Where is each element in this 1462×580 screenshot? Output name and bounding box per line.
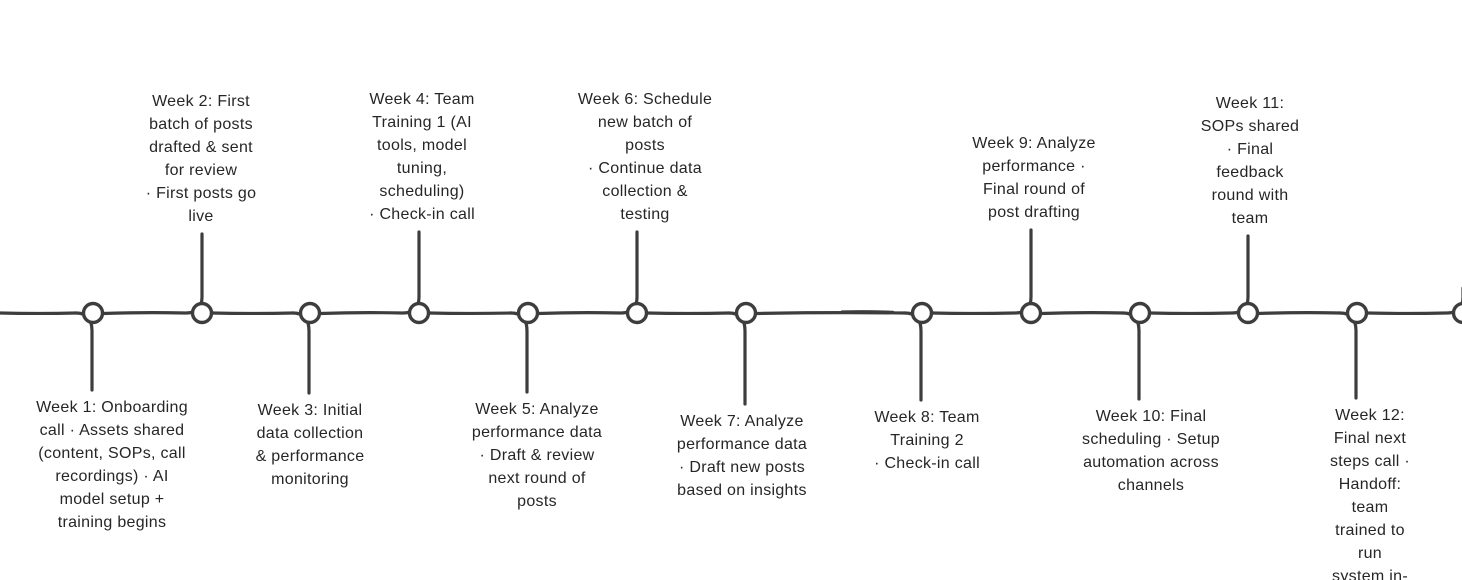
connector-stem-week-11 xyxy=(1230,234,1250,315)
milestone-label-week-8: Week 8: Team Training 2 · Check-in call xyxy=(874,409,980,472)
timeline-segment xyxy=(318,311,404,316)
timeline-node-week-9 xyxy=(1019,301,1043,325)
connector-stem-week-5 xyxy=(509,311,529,394)
timeline-node-week-3 xyxy=(298,301,322,325)
milestone-label-week-1: Week 1: Onboarding call · Assets shared … xyxy=(36,399,188,531)
timeline-node-week-2 xyxy=(190,301,214,325)
timeline-segment xyxy=(101,311,187,316)
milestone-label-week-2: Week 2: First batch of posts drafted & s… xyxy=(145,93,257,225)
connector-stem-week-9 xyxy=(1013,228,1033,315)
timeline-node-week-11 xyxy=(1236,301,1260,325)
milestone-label-week-5: Week 5: Analyze performance data · Draft… xyxy=(471,401,603,510)
timeline-overstroke xyxy=(840,310,895,314)
timeline-node-week-4 xyxy=(407,301,431,325)
milestone-label-week-9: Week 9: Analyze performance · Final roun… xyxy=(972,135,1096,221)
connector-stem-week-10 xyxy=(1121,311,1141,401)
timeline-segment xyxy=(1256,311,1342,316)
timeline-node-week-5 xyxy=(516,301,540,325)
timeline-node-week-7 xyxy=(734,301,758,325)
connector-stem-week-6 xyxy=(619,230,639,315)
timeline-node-week-8 xyxy=(910,301,934,325)
connector-stem-week-4 xyxy=(401,230,421,315)
timeline-node-week-1 xyxy=(81,301,105,325)
milestone-label-week-3: Week 3: Initial data collection & perfor… xyxy=(255,402,365,488)
milestone-label-week-10: Week 10: Final scheduling · Setup automa… xyxy=(1082,408,1220,494)
timeline-node-week-12 xyxy=(1345,301,1369,325)
connector-stem-week-12 xyxy=(1338,311,1358,400)
milestone-label-week-12: Week 12: Final next steps call · Handoff… xyxy=(1329,407,1411,580)
timeline-node-edge xyxy=(1451,301,1462,325)
timeline-node-week-10 xyxy=(1128,301,1152,325)
connector-stem-week-1 xyxy=(74,311,94,392)
milestone-label-week-4: Week 4: Team Training 1 (AI tools, model… xyxy=(369,91,475,223)
connector-stem-week-2 xyxy=(184,232,204,315)
milestone-label-week-11: Week 11: SOPs shared · Final feedback ro… xyxy=(1200,95,1300,227)
timeline-node-week-6 xyxy=(625,301,649,325)
connector-stem-week-7 xyxy=(727,311,747,406)
timeline-segment xyxy=(1039,311,1125,316)
milestone-label-week-7: Week 7: Analyze performance data · Draft… xyxy=(676,413,808,499)
connector-stem-week-3 xyxy=(291,311,311,395)
timeline-segment xyxy=(536,311,622,316)
milestone-label-week-6: Week 6: Schedule new batch of posts · Co… xyxy=(577,91,713,223)
connector-stem-week-8 xyxy=(903,311,923,402)
